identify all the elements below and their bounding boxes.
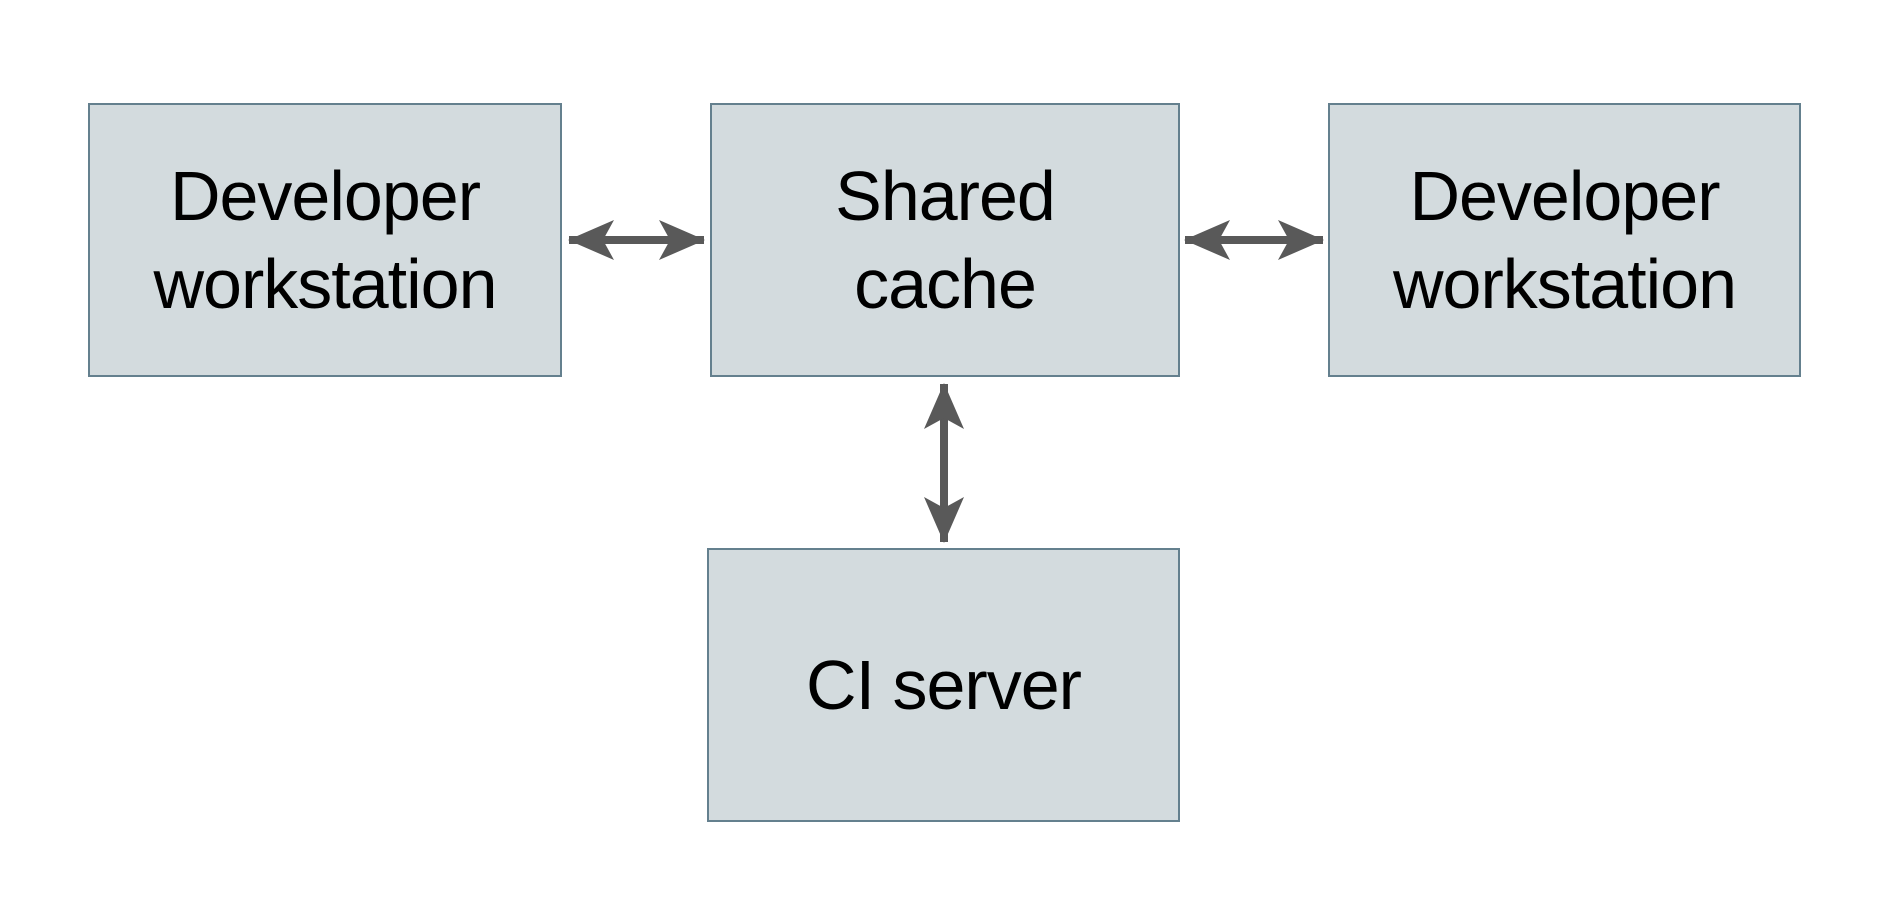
- node-label-line: Shared: [835, 157, 1056, 235]
- node-shared-cache: Shared cache: [710, 103, 1180, 377]
- node-label-line: Developer: [169, 157, 481, 235]
- node-label-line: CI server: [806, 646, 1082, 724]
- node-label-line: workstation: [1392, 245, 1737, 323]
- node-developer-workstation-left: Developer workstation: [88, 103, 562, 377]
- node-developer-workstation-right: Developer workstation: [1328, 103, 1801, 377]
- node-label-line: Developer: [1409, 157, 1720, 235]
- node-label-line: workstation: [153, 245, 497, 323]
- node-label-line: cache: [854, 245, 1037, 323]
- node-ci-server: CI server: [707, 548, 1180, 822]
